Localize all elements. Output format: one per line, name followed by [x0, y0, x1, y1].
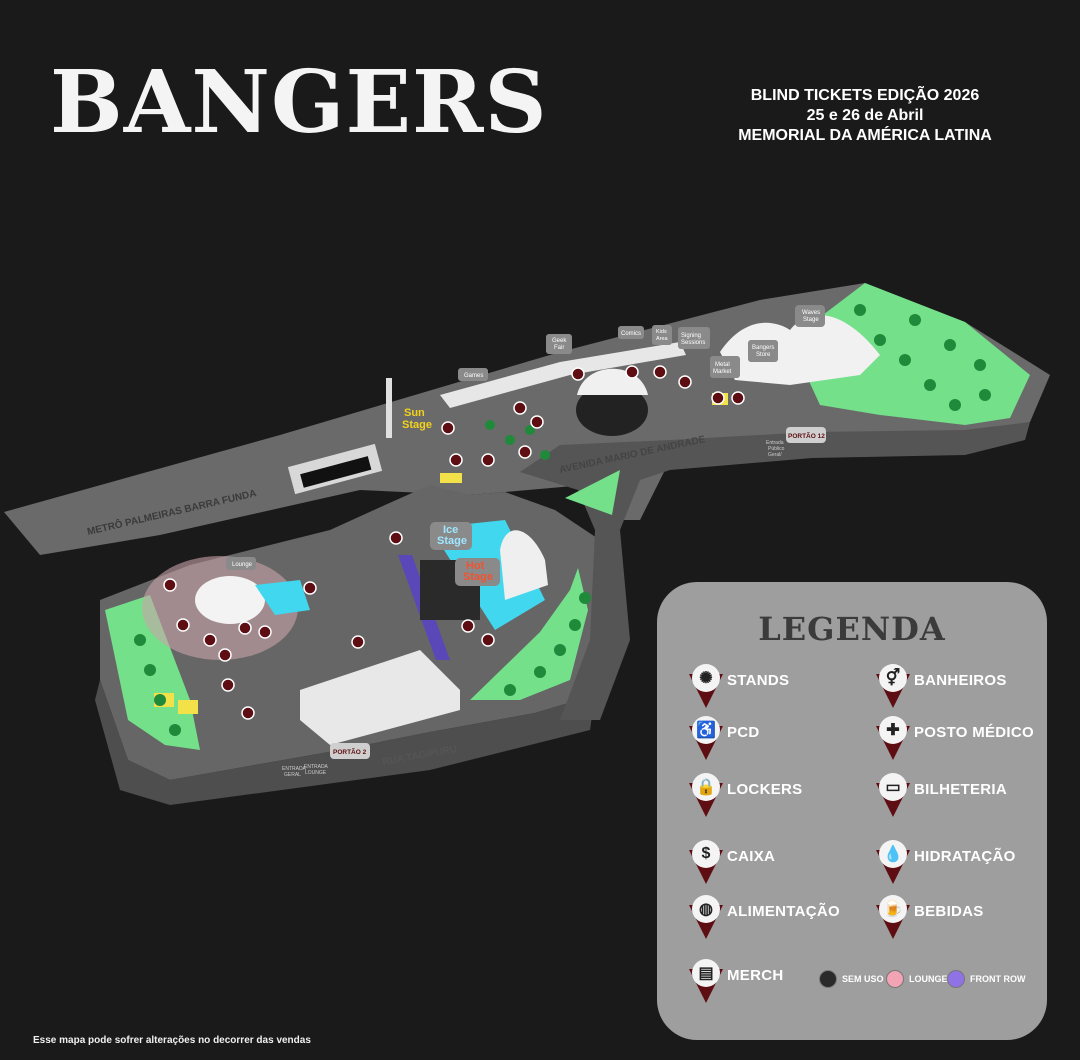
event-venue: MEMORIAL DA AMÉRICA LATINA: [738, 127, 992, 144]
medical-cross-icon: ✚: [876, 716, 910, 760]
event-title: BLIND TICKETS EDIÇÃO 2026: [750, 87, 980, 104]
legend-sem-uso: SEM USO: [819, 970, 884, 988]
legend-front-row: FRONT ROW: [947, 970, 1026, 988]
lounge-label: Lounge: [232, 562, 253, 568]
lounge-bubble: [226, 557, 256, 570]
stand-block: [440, 473, 462, 483]
portao2-label: PORTÃO 2: [333, 747, 367, 756]
ice-stage-bubble: [430, 522, 472, 550]
front-row-swatch: [947, 970, 965, 988]
legend-caixa: $ CAIXA: [689, 840, 775, 884]
stand-block: [178, 700, 198, 714]
ground-shadow: [95, 680, 595, 805]
restroom-icon: ⚥: [876, 664, 910, 708]
legend-title: LEGENDA: [758, 610, 946, 648]
portao2-badge: [330, 743, 370, 759]
legend-bilheteria: ▭ BILHETERIA: [876, 773, 1007, 817]
lock-icon: 🔒: [689, 773, 723, 817]
geek-dome-base: [576, 384, 648, 436]
legend-merch: ▤ MERCH: [689, 959, 784, 1003]
games-label: Games: [464, 373, 483, 379]
portao12-badge: [786, 427, 826, 443]
hot-stage-bubble: [455, 558, 500, 586]
legend-banheiros: ⚥ BANHEIROS: [876, 664, 1007, 708]
trees: [134, 304, 991, 736]
legend-pcd: ♿ PCD: [689, 716, 760, 760]
disclaimer-note: Esse mapa pode sofrer alterações no deco…: [33, 1035, 311, 1046]
games-bubble: [458, 368, 488, 381]
lounge-building: [195, 576, 265, 624]
grass-south-east: [470, 568, 588, 700]
ice-hot-stage-dome: [500, 530, 548, 600]
grass-east: [790, 283, 1030, 425]
bangers-logo: BANGERS: [50, 52, 548, 153]
geek-bubble: [546, 334, 572, 354]
portao12-label: PORTÃO 12: [788, 431, 825, 440]
waves-stage-bubble: [795, 305, 825, 327]
legend-stands: ✺ STANDS: [689, 664, 789, 708]
legend-hidratacao: 💧 HIDRATAÇÃO: [876, 840, 1016, 884]
waves-stage-roof: [720, 315, 880, 385]
merch-icon: ▤: [689, 959, 723, 1003]
comics-bubble: [618, 326, 644, 339]
store-bubble: [748, 340, 778, 362]
front-row-zone: [255, 580, 310, 615]
sem-uso-swatch: [819, 970, 837, 988]
legend-lounge-zone: LOUNGE: [886, 970, 948, 988]
event-info: BLIND TICKETS EDIÇÃO 2026 25 e 26 de Abr…: [700, 86, 1030, 146]
avenue-road: [520, 422, 1030, 720]
water-drop-icon: 💧: [876, 840, 910, 884]
map-pins: [163, 365, 745, 720]
dining-icon: ◍: [689, 895, 723, 939]
legend-bebidas: 🍺 BEBIDAS: [876, 895, 984, 939]
metal-bubble: [710, 356, 740, 378]
lounge-swatch: [886, 970, 904, 988]
beer-mug-icon: 🍺: [876, 895, 910, 939]
legend-lockers: 🔒 LOCKERS: [689, 773, 802, 817]
signing-bubble: [678, 327, 710, 349]
legend-alimentacao: ◍ ALIMENTAÇÃO: [689, 895, 840, 939]
ticket-icon: ▭: [876, 773, 910, 817]
grass-triangle: [565, 470, 620, 515]
stands-icon: ✺: [689, 664, 723, 708]
north-gallery: [440, 342, 686, 408]
kids-bubble: [652, 325, 672, 345]
dollar-icon: $: [689, 840, 723, 884]
metro-platform: [300, 456, 372, 488]
legend-posto-medico: ✚ POSTO MÉDICO: [876, 716, 1034, 760]
comics-label: Comics: [621, 331, 641, 337]
sun-stage-tower: [386, 378, 392, 438]
wheelchair-icon: ♿: [689, 716, 723, 760]
event-dates: 25 e 26 de Abril: [806, 107, 924, 124]
south-hall: [300, 650, 460, 745]
